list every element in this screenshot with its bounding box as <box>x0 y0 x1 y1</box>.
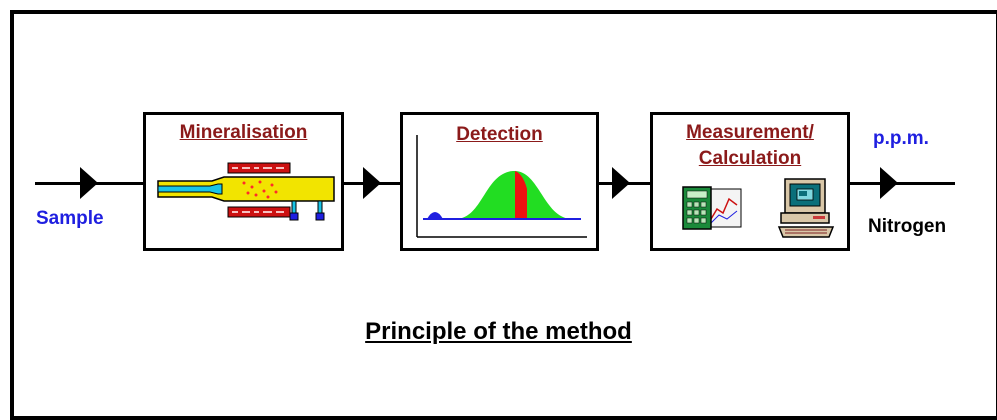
mineralisation-title: Mineralisation <box>179 122 308 143</box>
flow-arrow-2-3 <box>612 167 630 199</box>
flow-arrow-input <box>80 167 98 199</box>
measurement-box: Measurement/ Calculation <box>650 112 850 251</box>
computer-icon <box>777 178 835 238</box>
nitrogen-label: Nitrogen <box>868 216 947 237</box>
detection-box: Detection <box>400 112 599 251</box>
chromatogram-icon <box>416 135 587 238</box>
calculator-icon <box>682 186 742 230</box>
ppm-label: p.p.m. <box>873 128 929 149</box>
detection-title: Detection <box>456 124 543 145</box>
sample-label: Sample <box>36 208 104 229</box>
furnace-tube-icon <box>157 162 335 221</box>
flow-line-output <box>850 182 955 185</box>
diagram-caption: Principle of the method <box>365 318 632 345</box>
flow-arrow-output <box>880 167 898 199</box>
mineralisation-box: Mineralisation <box>143 112 344 251</box>
flow-arrow-1-2 <box>363 167 381 199</box>
measurement-title-line2: Calculation <box>698 148 802 169</box>
measurement-title-line1: Measurement/ <box>686 122 814 143</box>
